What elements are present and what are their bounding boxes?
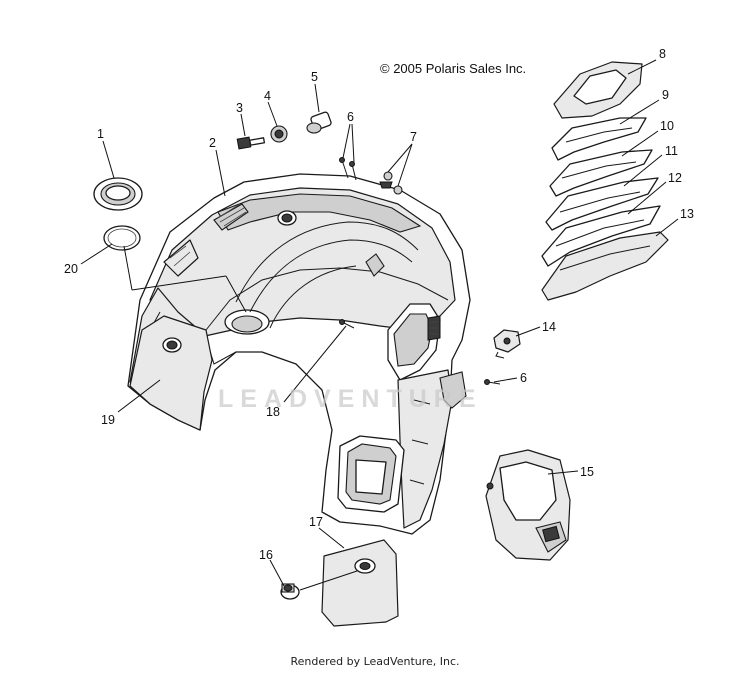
- callout-15: 15: [580, 465, 594, 479]
- part-16-knob: [280, 583, 300, 600]
- callout-16: 16: [259, 548, 273, 562]
- watermark-text: LEADVENTURE: [218, 385, 483, 413]
- part-19-panel: [129, 315, 213, 431]
- part-7-fasteners: [379, 171, 403, 195]
- part-1-filler-ring: [93, 177, 143, 211]
- callout-19: 19: [101, 413, 115, 427]
- part-17-panel: [321, 539, 399, 627]
- callout-9: 9: [662, 88, 669, 102]
- part-6-screws: [339, 157, 357, 181]
- part-3-key: [236, 136, 266, 150]
- callout-1: 1: [97, 127, 104, 141]
- part-20-o-ring: [103, 225, 141, 251]
- part-13-panel: [541, 231, 669, 301]
- part-9-panel: [551, 117, 647, 161]
- callout-18: 18: [266, 405, 280, 419]
- footer-credit: Rendered by LeadVenture, Inc.: [290, 655, 460, 668]
- callout-14: 14: [542, 320, 556, 334]
- part-4-ignition-bezel: [270, 125, 288, 143]
- part-10-panel: [549, 149, 653, 197]
- leader-lines: [80, 59, 679, 591]
- callout-3: 3: [236, 101, 243, 115]
- part-14-bracket: [493, 329, 521, 359]
- part-5-plug: [306, 111, 332, 134]
- callout-12: 12: [668, 171, 682, 185]
- callout-10: 10: [660, 119, 674, 133]
- callout-7: 7: [410, 130, 417, 144]
- part-18-pin: [339, 319, 355, 329]
- callout-13: 13: [680, 207, 694, 221]
- part-8-panel: [553, 61, 643, 119]
- callout-11: 11: [665, 144, 678, 158]
- callout-8: 8: [659, 47, 666, 61]
- callout-2: 2: [209, 136, 216, 150]
- part-15-module: [485, 449, 571, 561]
- callout-17: 17: [309, 515, 323, 529]
- callout-6-side: 6: [520, 371, 527, 385]
- part-12-panel: [541, 205, 661, 267]
- part-6-screw-lower: [484, 379, 501, 385]
- callout-4: 4: [264, 89, 271, 103]
- copyright-notice: © 2005 Polaris Sales Inc.: [380, 61, 527, 76]
- callout-5: 5: [311, 70, 318, 84]
- part-11-panel: [545, 177, 659, 231]
- callout-20: 20: [64, 262, 78, 276]
- callout-6-top: 6: [347, 110, 354, 124]
- callout-labels: 1 2 3 4 5 6 7 8 9 10 11 12 13 14 6 15 16…: [64, 47, 694, 562]
